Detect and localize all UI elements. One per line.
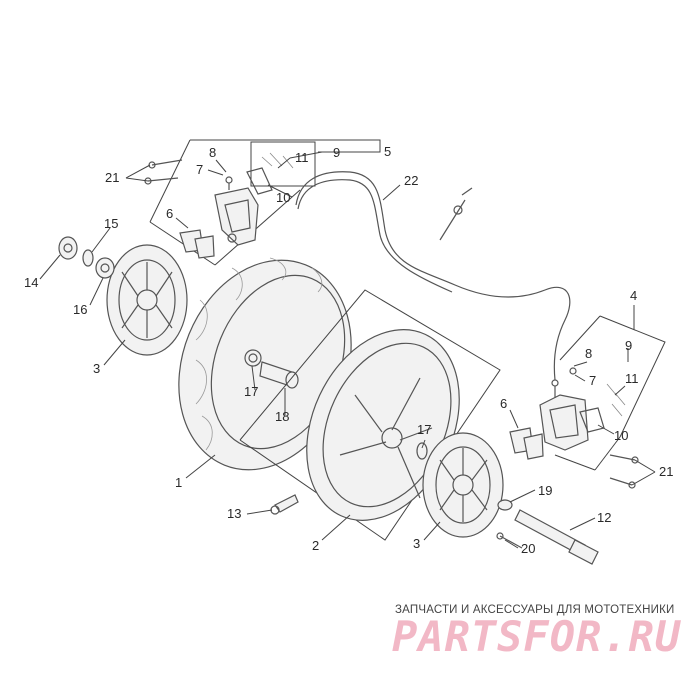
callout-3-left: 3: [93, 361, 100, 376]
callout-8-left: 8: [209, 145, 216, 160]
callout-6-left: 6: [166, 206, 173, 221]
callout-21-right: 21: [659, 464, 673, 479]
callout-11-left: 11: [295, 150, 309, 165]
callout-15: 15: [104, 216, 118, 231]
callout-1: 1: [175, 475, 182, 490]
callout-14: 14: [24, 275, 38, 290]
callout-9-left: 9: [333, 145, 340, 160]
left-bearings: [58, 236, 115, 279]
wheel-axle: [270, 494, 599, 565]
callout-7-right: 7: [589, 373, 596, 388]
watermark-logo: PARTSFOR.RU: [392, 612, 682, 661]
callout-labels: 1 2 3 3 4 5 6 6 7 7 8 8 9 9 10 10 11 11 …: [24, 144, 673, 556]
spacer-and-bearing-left: [244, 349, 299, 389]
callout-7-left: 7: [196, 162, 203, 177]
right-caliper-bolts: [609, 454, 639, 489]
callout-17-right: 17: [417, 422, 431, 437]
brake-hose: [295, 171, 571, 381]
callout-6-right: 6: [500, 396, 507, 411]
callout-5: 5: [384, 144, 391, 159]
callout-16: 16: [73, 302, 87, 317]
watermark-tagline: ЗАПЧАСТИ И АКСЕССУАРЫ ДЛЯ МОТОТЕХНИКИ: [395, 604, 675, 616]
callout-19: 19: [538, 483, 552, 498]
callout-3-right: 3: [413, 536, 420, 551]
right-caliper-group-frame: [554, 315, 666, 471]
right-brake-caliper: [539, 367, 626, 451]
callout-10-left: 10: [276, 190, 290, 205]
callout-12: 12: [597, 510, 611, 525]
callout-13: 13: [227, 506, 241, 521]
leader-lines: [39, 151, 656, 549]
callout-17-left: 17: [244, 384, 258, 399]
callout-9-right: 9: [625, 338, 632, 353]
left-brake-disc: [106, 244, 188, 356]
left-brake-pads: [179, 229, 215, 259]
callout-11-right: 11: [625, 371, 639, 386]
left-brake-caliper: [214, 152, 294, 246]
left-caliper-bolts: [144, 159, 183, 185]
callout-18: 18: [275, 409, 289, 424]
callout-21-left: 21: [105, 170, 119, 185]
left-caliper-group-frame: [149, 139, 381, 266]
callout-10-right: 10: [614, 428, 628, 443]
callout-2: 2: [312, 538, 319, 553]
callout-20: 20: [521, 541, 535, 556]
callout-4: 4: [630, 288, 637, 303]
callout-8-right: 8: [585, 346, 592, 361]
right-brake-disc: [422, 432, 504, 538]
callout-22: 22: [404, 173, 418, 188]
right-brake-pads: [509, 427, 544, 460]
